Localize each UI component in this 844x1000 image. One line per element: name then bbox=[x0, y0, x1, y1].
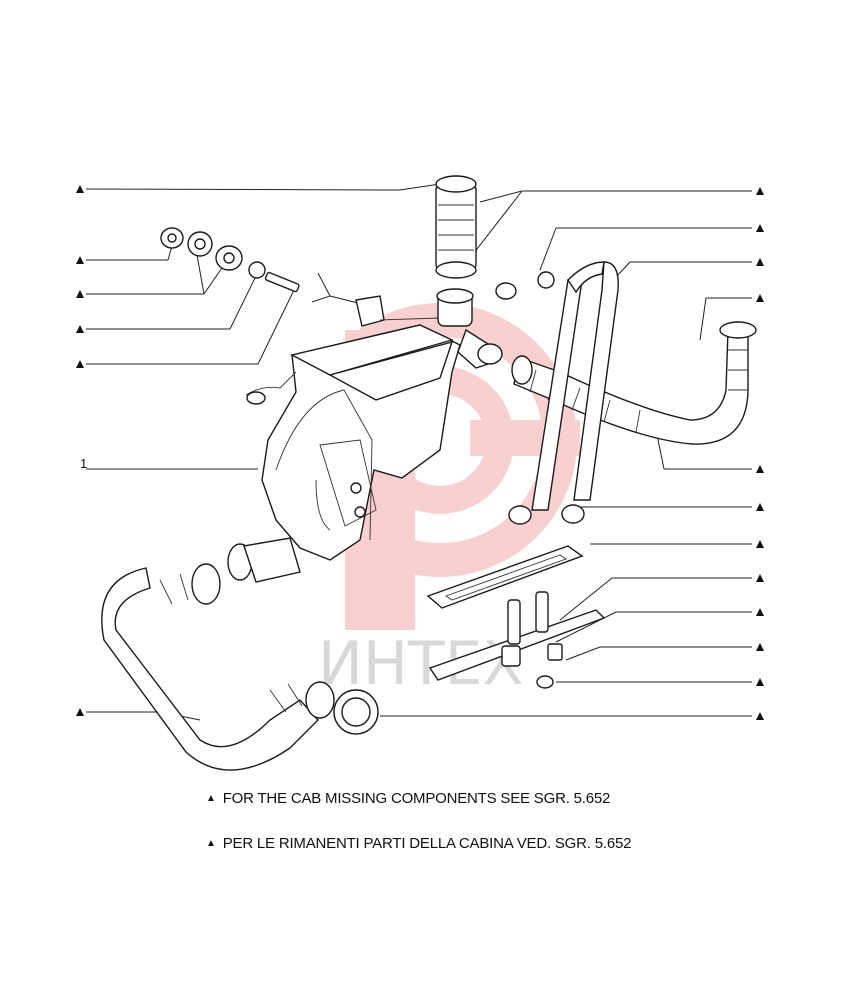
heater-unit bbox=[245, 295, 461, 561]
lower-duct-hose bbox=[101, 537, 379, 771]
callout-marker bbox=[76, 256, 84, 264]
callout-marker bbox=[756, 503, 764, 511]
note-english: ▲ FOR THE CAB MISSING COMPONENTS SEE SGR.… bbox=[206, 790, 610, 807]
callout-marker bbox=[756, 540, 764, 548]
callout-marker bbox=[756, 294, 764, 302]
note-italian: ▲ PER LE RIMANENTI PARTI DELLA CABINA VED… bbox=[206, 835, 631, 852]
item-number-1: 1 bbox=[80, 456, 87, 471]
outlet-spigot bbox=[436, 288, 503, 369]
note-english-text: FOR THE CAB MISSING COMPONENTS SEE SGR. … bbox=[222, 790, 611, 807]
callout-marker bbox=[76, 360, 84, 368]
callout-marker bbox=[76, 325, 84, 333]
upper-duct-sleeve bbox=[435, 175, 477, 279]
callout-marker bbox=[756, 465, 764, 473]
callout-marker bbox=[756, 574, 764, 582]
callout-marker bbox=[76, 290, 84, 298]
callout-marker bbox=[756, 224, 764, 232]
gasket-plate bbox=[426, 545, 584, 609]
callout-marker bbox=[756, 258, 764, 266]
callout-triangles bbox=[76, 185, 764, 720]
callout-marker bbox=[756, 608, 764, 616]
note-marker: ▲ bbox=[206, 838, 216, 849]
fastener-set bbox=[160, 227, 300, 293]
note-marker: ▲ bbox=[206, 793, 216, 804]
note-italian-text: PER LE RIMANENTI PARTI DELLA CABINA VED.… bbox=[222, 835, 632, 852]
callout-marker bbox=[756, 712, 764, 720]
watermark-text: ИНТЕХ bbox=[318, 629, 524, 699]
callout-marker bbox=[76, 185, 84, 193]
callout-marker bbox=[756, 187, 764, 195]
mounting-plate bbox=[428, 591, 606, 689]
callout-marker bbox=[756, 643, 764, 651]
callout-marker bbox=[76, 708, 84, 716]
callout-marker bbox=[756, 678, 764, 686]
water-hoses bbox=[495, 261, 619, 525]
callout-leaders bbox=[85, 183, 752, 721]
